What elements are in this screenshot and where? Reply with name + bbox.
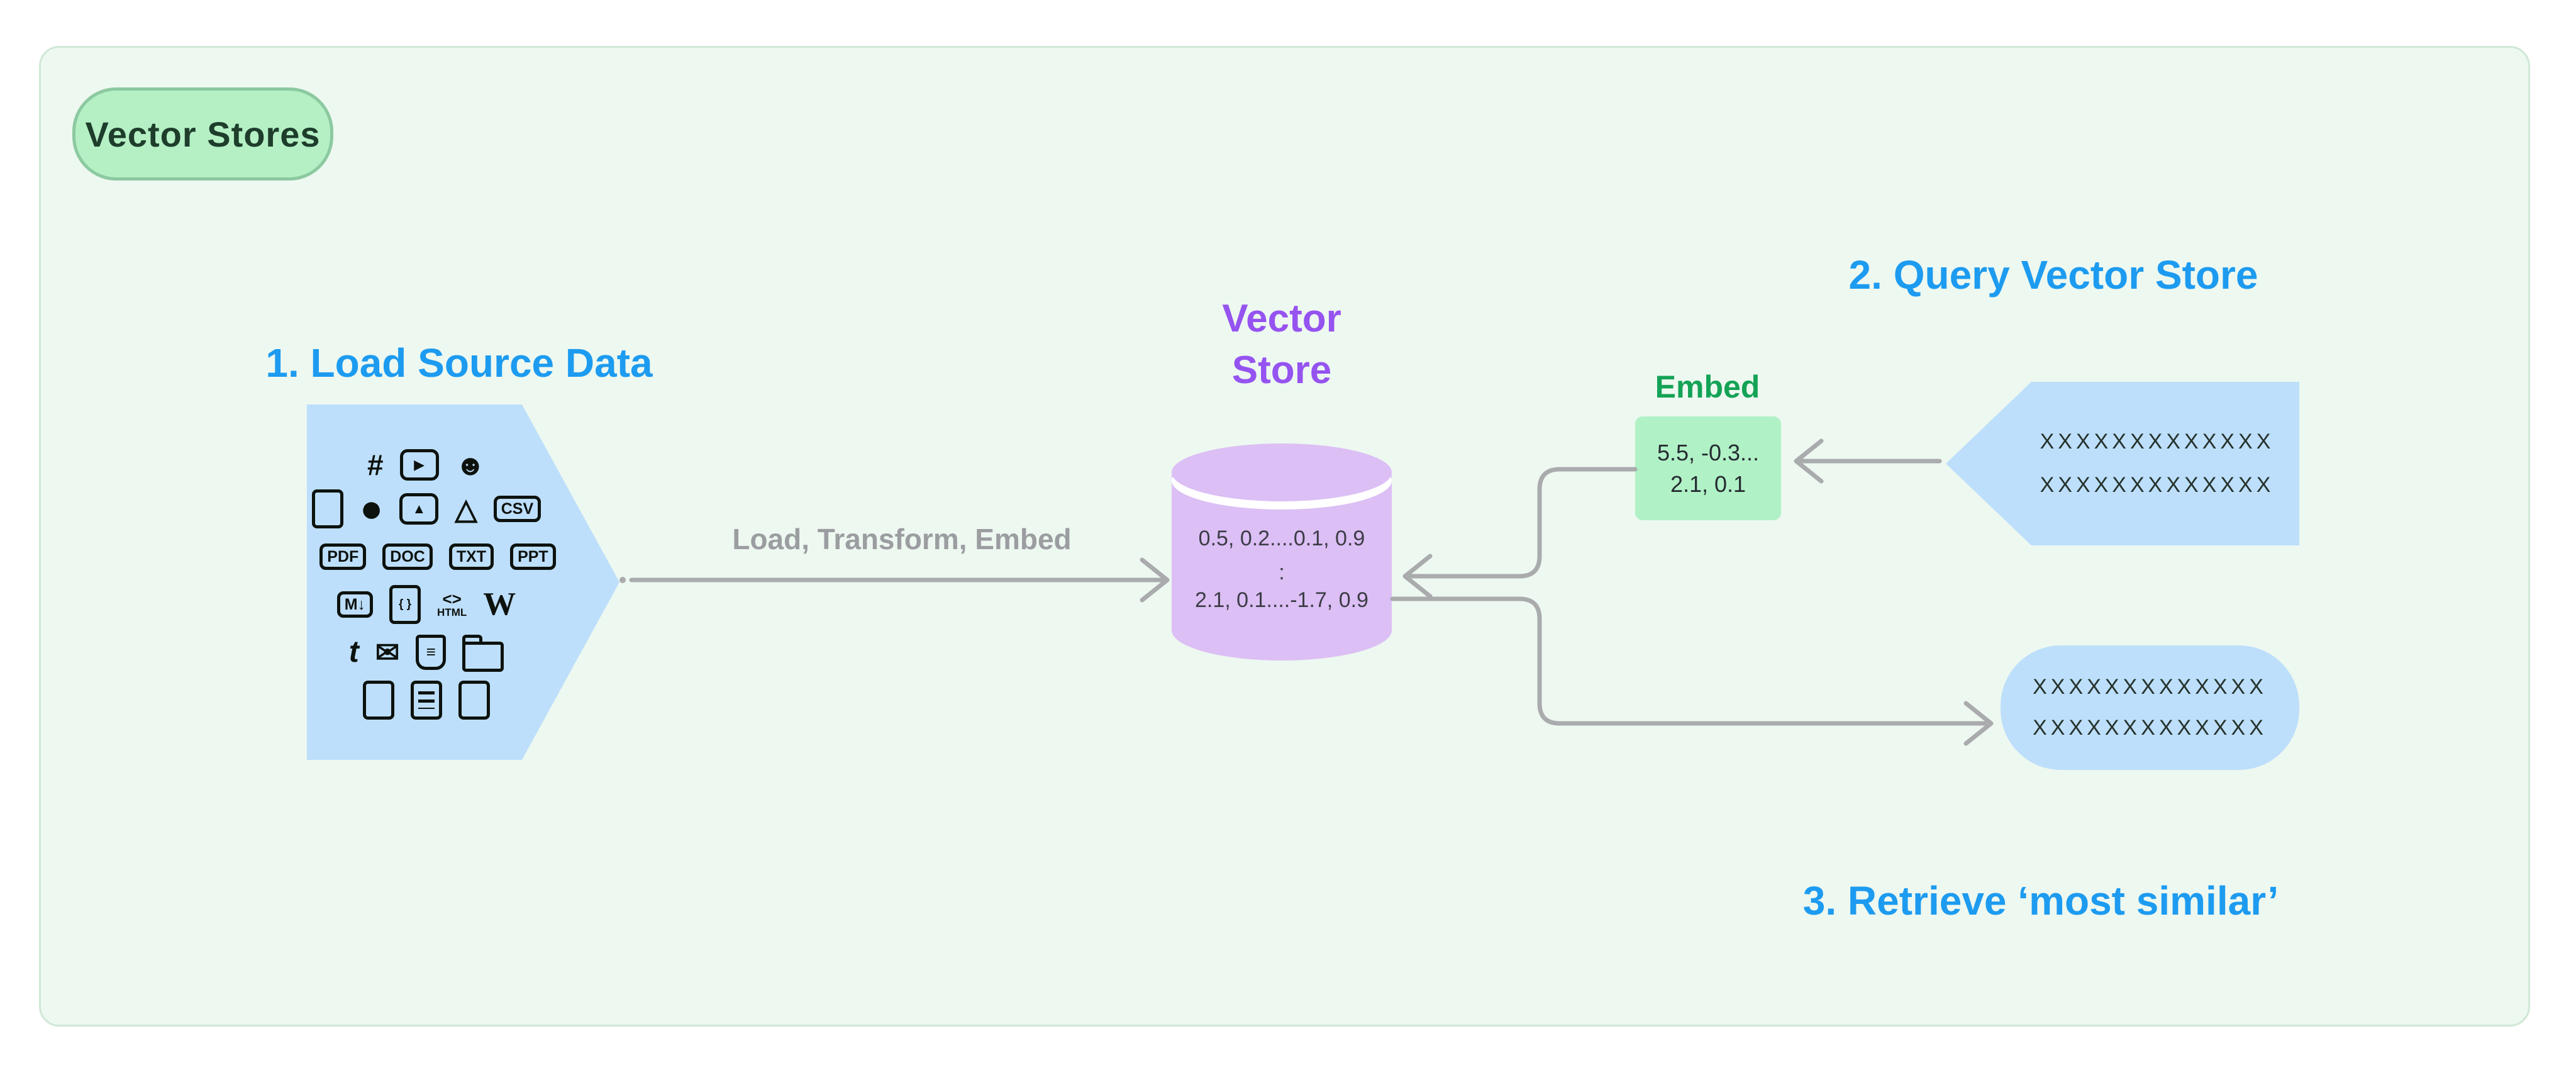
google-drive-icon: △ [455,492,477,525]
slack-icon: # [367,448,384,481]
source-icon-row: M↓ { } <>HTML W [307,584,546,624]
embed-vector-line-2: 2.1, 0.1 [1670,471,1746,497]
query-doc-line-1: XXXXXXXXXXXXX [2040,430,2275,454]
query-doc-line-2: XXXXXXXXXXXXX [2040,473,2275,497]
markdown-icon: M↓ [336,591,374,618]
stored-vector-row-2: 2.1, 0.1....-1.7, 0.9 [1195,588,1368,612]
result-document-shape: XXXXXXXXXXXXX XXXXXXXXXXXXX [2001,645,2299,770]
discord-icon: ☻ [455,448,486,481]
github-icon: ● [359,486,384,530]
diagram-title: Vector Stores [85,114,321,154]
image-icon: ▲ [399,493,439,525]
source-icon-row: ● ▲ △ CSV [307,489,546,528]
vector-store-cylinder: 0.5, 0.2....0.1, 0.9 : 2.1, 0.1....-1.7,… [1172,443,1392,660]
cylinder-top-ellipse [1172,443,1392,501]
embed-vector-line-1: 5.5, -0.3... [1657,439,1760,465]
doc-file-icon: DOC [382,543,433,570]
result-doc-line-2: XXXXXXXXXXXXX [2033,716,2267,740]
email-icon: ✉ [375,635,400,669]
step2-heading: 2. Query Vector Store [1848,252,2258,298]
stored-vector-ellipsis: : [1279,560,1285,584]
source-icon-row: PDF DOC TXT PPT [307,537,556,576]
folder-icon [462,634,504,672]
css-shield-icon: ≡ [416,634,447,670]
txt-file-icon: TXT [448,543,494,570]
twitter-icon: t [348,635,359,669]
diagram-title-badge: Vector Stores [72,87,333,181]
step3-heading: 3. Retrieve ‘most similar’ [1802,878,2279,923]
load-transform-embed-label: Load, Transform, Embed [732,523,1072,555]
notes-file-icon [411,680,442,720]
embed-label: Embed [1655,369,1760,404]
source-icon-row: t ✉ ≡ [307,633,546,672]
embed-vector-box: 5.5, -0.3... 2.1, 0.1 [1635,416,1781,520]
json-file-icon: { } [389,584,421,624]
stored-vector-row-1: 0.5, 0.2....0.1, 0.9 [1198,527,1365,550]
source-icon-row [307,680,546,720]
html-icon: <>HTML [437,589,467,618]
vector-store-title: Vector Store [1222,297,1341,393]
youtube-icon: ▶ [399,449,439,481]
file-icon [311,489,343,528]
query-document-shape: XXXXXXXXXXXXX XXXXXXXXXXXXX [1946,382,2299,545]
pdf-file-icon: PDF [319,543,367,570]
step1-heading: 1. Load Source Data [265,340,653,386]
ppt-file-icon: PPT [510,543,556,570]
wikipedia-icon: W [483,586,516,622]
file-icon [458,680,490,720]
source-icon-row: # ▶ ☻ [307,449,546,481]
result-doc-line-1: XXXXXXXXXXXXX [2033,675,2267,699]
file-icon [363,680,394,720]
csv-file-icon: CSV [493,495,541,522]
